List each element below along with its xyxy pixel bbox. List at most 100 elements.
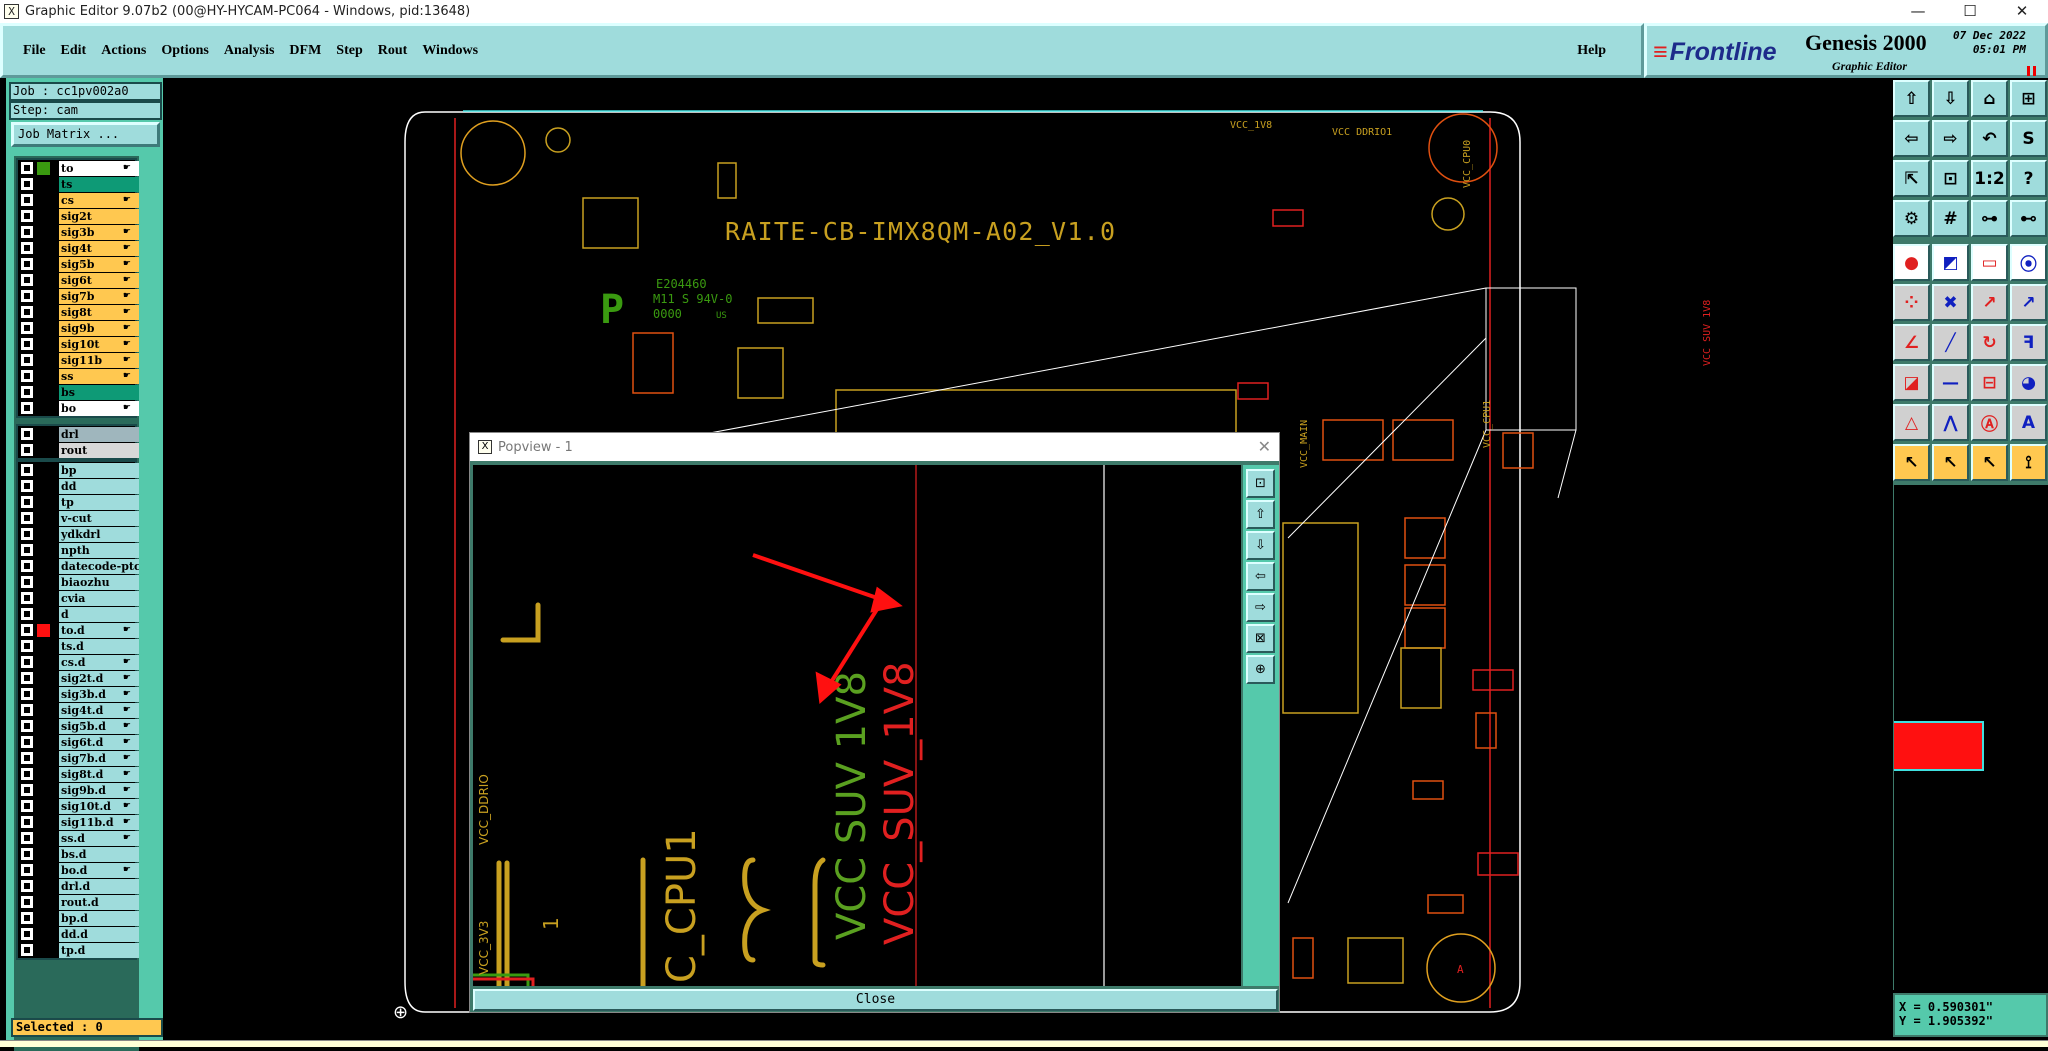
popview-zoom-out-button[interactable]: ⊕ xyxy=(1246,655,1275,684)
menu-file[interactable]: File xyxy=(23,42,46,58)
minimize-button[interactable]: — xyxy=(1910,2,1926,20)
layer-checkbox[interactable] xyxy=(20,321,34,335)
layer-checkbox[interactable] xyxy=(20,735,34,749)
layer-name[interactable]: to.d xyxy=(59,622,139,638)
popview-close-button[interactable]: Close xyxy=(473,989,1278,1011)
layer-row-dd.d[interactable]: dd.d xyxy=(18,926,139,942)
layer-checkbox[interactable] xyxy=(20,607,34,621)
arc-double-button[interactable]: ⋀ xyxy=(1932,404,1969,441)
move-node-button[interactable]: ↗ xyxy=(1971,284,2008,321)
popview-pan-right-button[interactable]: ⇨ xyxy=(1246,593,1275,622)
layer-name[interactable]: to xyxy=(59,160,139,176)
layer-name[interactable]: rout xyxy=(59,442,139,458)
layer-name[interactable]: sig3b xyxy=(59,224,139,240)
layer-row-sig9b[interactable]: sig9b☛ xyxy=(18,320,139,336)
layer-name[interactable]: drl.d xyxy=(59,878,139,894)
layer-name[interactable]: sig9b xyxy=(59,320,139,336)
layer-row-bs.d[interactable]: bs.d xyxy=(18,846,139,862)
resize-button[interactable]: ⊟ xyxy=(1971,364,2008,401)
layer-checkbox[interactable] xyxy=(20,401,34,415)
pan-right-button[interactable]: ⇨ xyxy=(1932,120,1969,157)
select-poly-button[interactable]: ↖ xyxy=(1971,444,2008,481)
menu-step[interactable]: Step xyxy=(336,42,363,58)
layer-checkbox[interactable] xyxy=(20,895,34,909)
layer-name[interactable]: ydkdrl xyxy=(59,526,139,542)
layer-row-bp.d[interactable]: bp.d xyxy=(18,910,139,926)
layer-name[interactable]: sig2t.d xyxy=(59,670,139,686)
layer-checkbox[interactable] xyxy=(20,767,34,781)
layer-name[interactable]: sig5b.d xyxy=(59,718,139,734)
snap-button[interactable]: S xyxy=(2010,120,2047,157)
layer-name[interactable]: bp.d xyxy=(59,910,139,926)
layer-row-bo.d[interactable]: bo.d☛ xyxy=(18,862,139,878)
layer-name[interactable]: d xyxy=(59,606,139,622)
layer-name[interactable]: sig6t.d xyxy=(59,734,139,750)
layer-row-sig10t[interactable]: sig10t☛ xyxy=(18,336,139,352)
layer-row-sig11b.d[interactable]: sig11b.d☛ xyxy=(18,814,139,830)
layer-row-tp[interactable]: tp xyxy=(18,494,139,510)
layer-checkbox[interactable] xyxy=(20,193,34,207)
layer-name[interactable]: sig2t xyxy=(59,208,139,224)
layer-checkbox[interactable] xyxy=(20,463,34,477)
popview-canvas[interactable]: VCC SUV 1V8 VCC_SUV_1V8 C_CPU1 1 VCC_DDR… xyxy=(473,465,1241,986)
layer-checkbox[interactable] xyxy=(20,815,34,829)
layer-row-ss[interactable]: ss☛ xyxy=(18,368,139,384)
scale-1-2-button[interactable]: 1:2 xyxy=(1971,160,2008,197)
layer-checkbox[interactable] xyxy=(20,289,34,303)
layer-row-sig8t.d[interactable]: sig8t.d☛ xyxy=(18,766,139,782)
layer-row-cvia[interactable]: cvia xyxy=(18,590,139,606)
pan-left-button[interactable]: ⇦ xyxy=(1893,120,1930,157)
layer-row-sig8t[interactable]: sig8t☛ xyxy=(18,304,139,320)
layer-row-cs[interactable]: cs☛ xyxy=(18,192,139,208)
layer-checkbox[interactable] xyxy=(20,443,34,457)
popview-zoom-in-button[interactable]: ⊠ xyxy=(1246,624,1275,653)
layer-name[interactable]: datecode-ptc xyxy=(59,558,139,574)
popview-close-icon[interactable]: ✕ xyxy=(1257,437,1271,456)
split-view-button[interactable]: ⊞ xyxy=(2010,80,2047,117)
help-button[interactable]: ? xyxy=(2010,160,2047,197)
menu-help[interactable]: Help xyxy=(1577,42,1606,58)
menu-dfm[interactable]: DFM xyxy=(289,42,322,58)
layer-row-cs.d[interactable]: cs.d☛ xyxy=(18,654,139,670)
layer-row-sig9b.d[interactable]: sig9b.d☛ xyxy=(18,782,139,798)
layer-row-tp.d[interactable]: tp.d xyxy=(18,942,139,958)
maximize-button[interactable]: ☐ xyxy=(1963,2,1977,20)
select-rect-button[interactable]: ↖ xyxy=(1932,444,1969,481)
layer-row-drl.d[interactable]: drl.d xyxy=(18,878,139,894)
layer-checkbox[interactable] xyxy=(20,305,34,319)
layer-row-npth[interactable]: npth xyxy=(18,542,139,558)
layer-row-sig5b.d[interactable]: sig5b.d☛ xyxy=(18,718,139,734)
layer-checkbox[interactable] xyxy=(20,241,34,255)
layer-checkbox[interactable] xyxy=(20,927,34,941)
layer-name[interactable]: cvia xyxy=(59,590,139,606)
layer-name[interactable]: sig3b.d xyxy=(59,686,139,702)
layer-name[interactable]: cs xyxy=(59,192,139,208)
layer-row-sig10t.d[interactable]: sig10t.d☛ xyxy=(18,798,139,814)
overview-pane[interactable] xyxy=(1893,485,2048,990)
layer-row-sig6t.d[interactable]: sig6t.d☛ xyxy=(18,734,139,750)
layer-name[interactable]: tp.d xyxy=(59,942,139,958)
layer-name[interactable]: sig9b.d xyxy=(59,782,139,798)
layer-checkbox[interactable] xyxy=(20,687,34,701)
layer-checkbox[interactable] xyxy=(20,831,34,845)
layer-checkbox[interactable] xyxy=(20,369,34,383)
layer-name[interactable]: sig4t.d xyxy=(59,702,139,718)
layer-name[interactable]: npth xyxy=(59,542,139,558)
layer-checkbox[interactable] xyxy=(20,671,34,685)
layer-checkbox[interactable] xyxy=(20,911,34,925)
layer-row-sig7b[interactable]: sig7b☛ xyxy=(18,288,139,304)
layer-name[interactable]: dd.d xyxy=(59,926,139,942)
job-matrix-button[interactable]: Job Matrix ... xyxy=(11,122,160,147)
arc-triangle-button[interactable]: △ xyxy=(1893,404,1930,441)
layer-row-sig11b[interactable]: sig11b☛ xyxy=(18,352,139,368)
layer-name[interactable]: sig7b xyxy=(59,288,139,304)
layer-row-datecode-ptc[interactable]: datecode-ptc xyxy=(18,558,139,574)
layer-checkbox[interactable] xyxy=(20,639,34,653)
display-feature-2-button[interactable]: ⊷ xyxy=(2010,200,2047,237)
pointer-button[interactable]: ↖ xyxy=(1893,444,1930,481)
layer-name[interactable]: sig6t xyxy=(59,272,139,288)
layer-checkbox[interactable] xyxy=(20,257,34,271)
layer-checkbox[interactable] xyxy=(20,943,34,957)
layer-checkbox[interactable] xyxy=(20,209,34,223)
menu-options[interactable]: Options xyxy=(161,42,209,58)
